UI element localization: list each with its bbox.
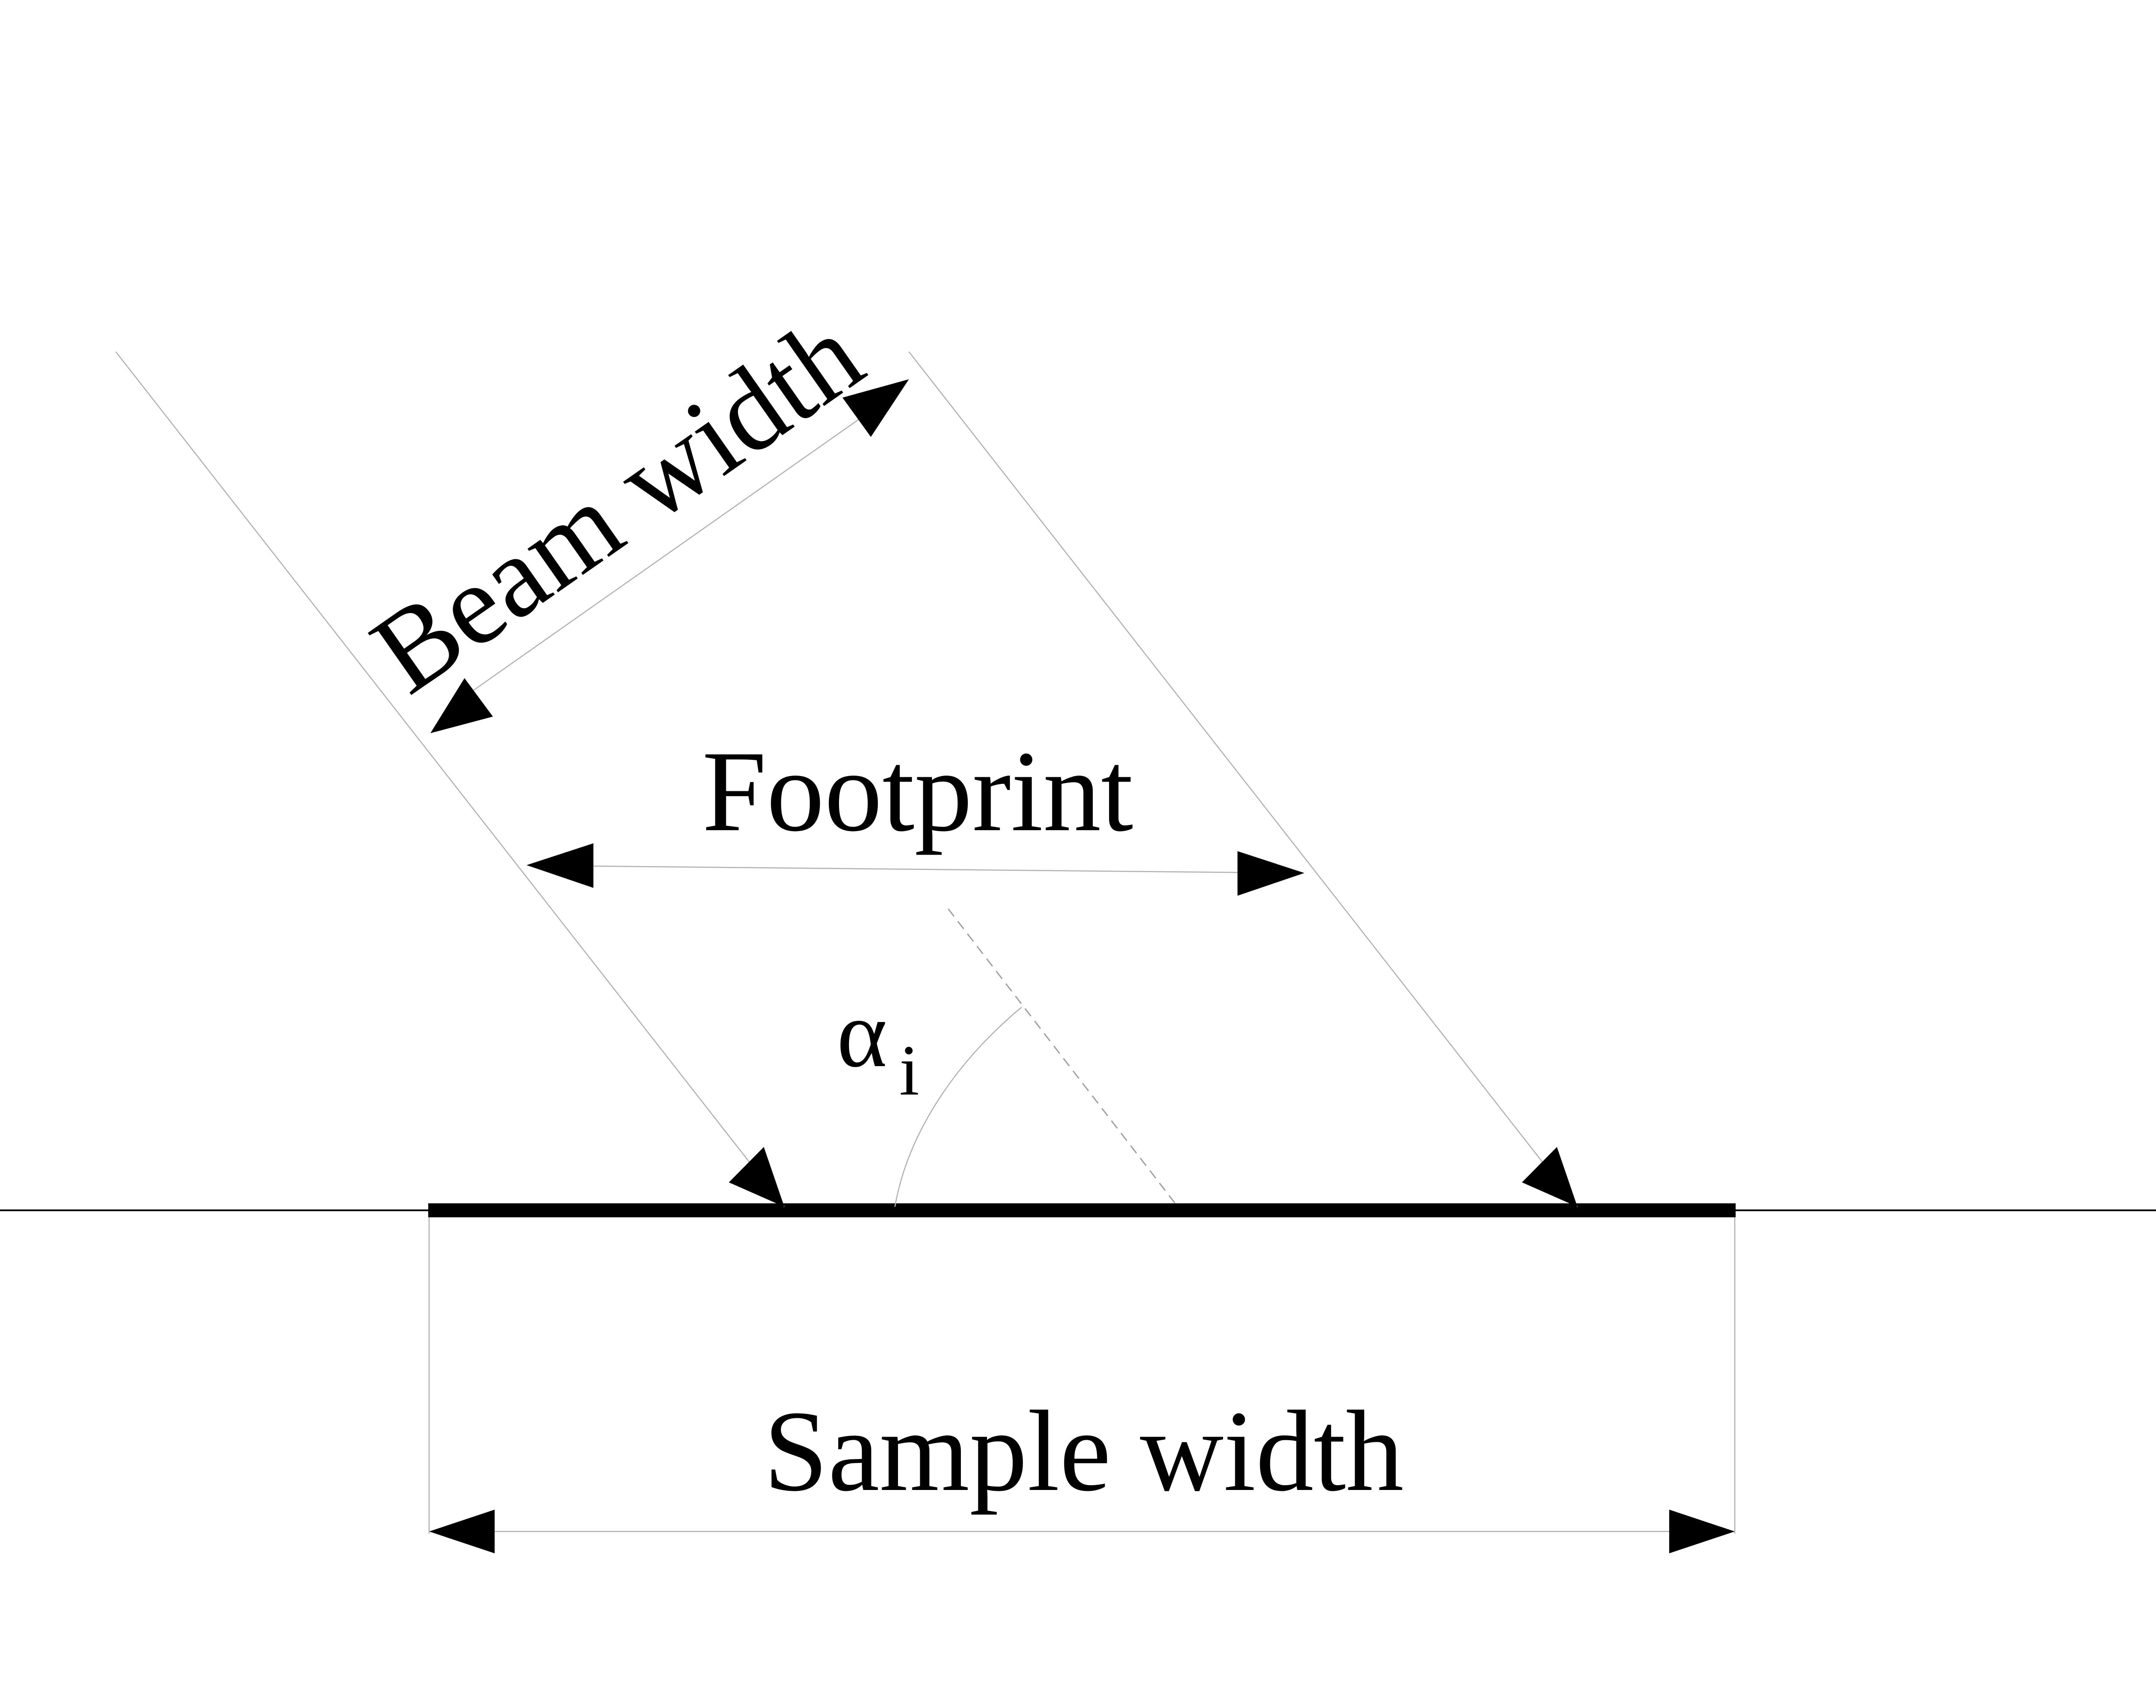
beam-width-label: Beam width [350,290,884,718]
footprint-dimension-line [581,865,1250,873]
beam-width-dimension-line [461,419,859,700]
beam-left-edge [115,351,785,1207]
angle-subscript-label: i [899,1030,919,1110]
footprint-arrowhead-left [527,843,593,888]
surface-normal-dashed [947,908,1176,1204]
footprint-label: Footprint [702,728,1133,856]
beam-left-arrowhead [729,1147,784,1207]
angle-label: α [837,980,887,1087]
beam-width-arrowhead-lower [430,678,493,733]
beam-right-edge [908,351,1578,1207]
beam-right-arrowhead [1522,1147,1577,1207]
incidence-angle-arc [894,1007,1022,1207]
beam-width-arrowhead-upper [842,379,909,437]
angle-symbol: α [837,980,887,1087]
sample-width-arrowhead-right [1669,1510,1735,1553]
sample-width-label: Sample width [764,1387,1404,1515]
angle-subscript: i [899,1030,919,1110]
footprint-arrowhead-right [1237,851,1304,896]
sample-width-arrowhead-left [429,1510,495,1553]
